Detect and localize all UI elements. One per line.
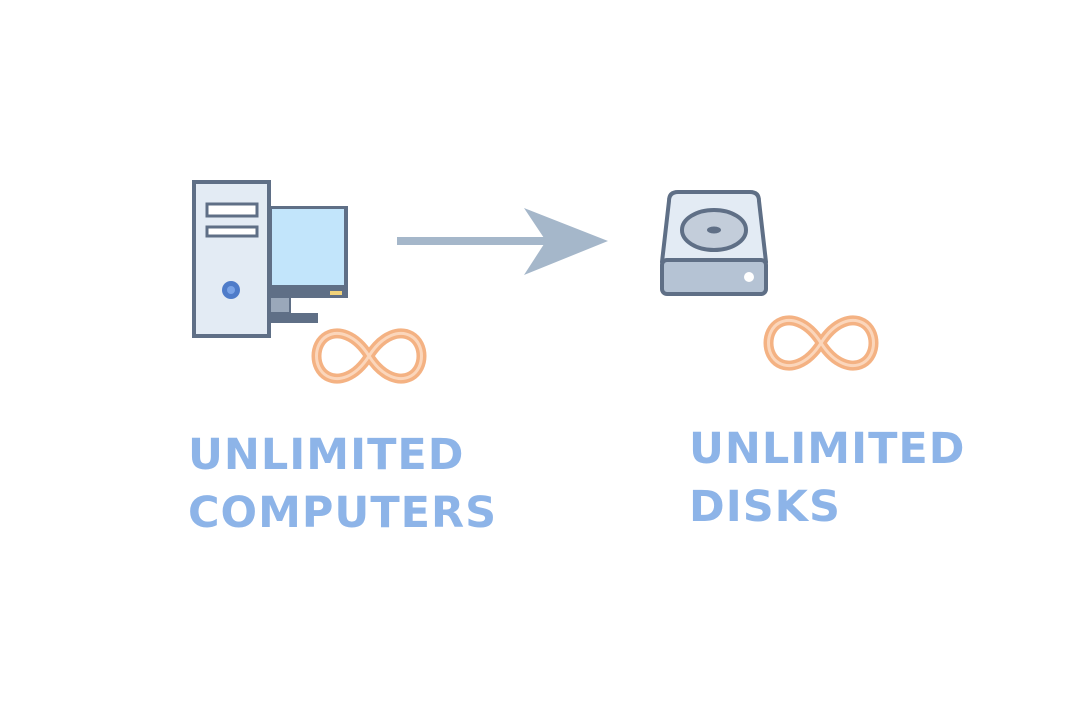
caption-unlimited-disks: UNLIMITED DISKS [689,420,966,536]
caption-line: COMPUTERS [188,488,498,538]
desktop-computer-icon [192,180,348,338]
caption-line: DISKS [689,482,841,532]
caption-line: UNLIMITED [188,430,465,480]
arrow-right-icon [397,208,608,275]
caption-line: UNLIMITED [689,424,966,474]
caption-unlimited-computers: UNLIMITED COMPUTERS [188,426,497,542]
hard-disk-icon [660,190,768,296]
infinity-icon [311,328,427,384]
infinity-icon [763,315,879,371]
